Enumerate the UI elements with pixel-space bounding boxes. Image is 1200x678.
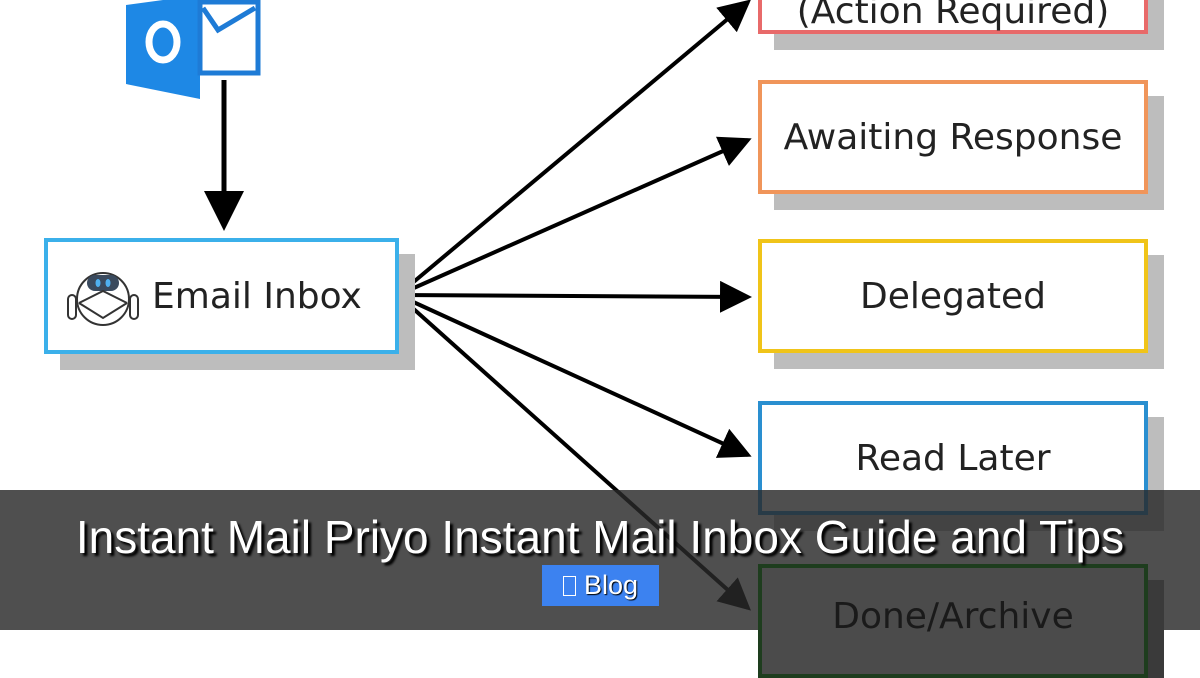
category-label: Awaiting Response <box>783 116 1123 158</box>
post-title[interactable]: Instant Mail Priyo Instant Mail Inbox Gu… <box>75 511 1125 563</box>
email-inbox-label: Email Inbox <box>152 275 362 317</box>
arrow-to-action-required <box>396 0 752 297</box>
arrow-to-read-later <box>397 293 752 458</box>
email-inbox-node: Email Inbox <box>44 238 399 354</box>
category-label: Done/Archive <box>832 596 1074 637</box>
category-done-archive: Done/Archive <box>758 564 1148 678</box>
folder-icon <box>562 575 576 596</box>
blog-category-badge[interactable]: Blog <box>542 565 659 606</box>
category-action-required: (Action Required) <box>758 0 1148 34</box>
arrow-to-awaiting-response <box>397 136 752 297</box>
arrow-to-delegated <box>397 280 752 313</box>
outlook-icon <box>126 0 261 99</box>
category-label: (Action Required) <box>796 0 1110 32</box>
category-label: Read Later <box>855 437 1051 479</box>
category-delegated: Delegated <box>758 239 1148 353</box>
category-awaiting-response: Awaiting Response <box>758 80 1148 194</box>
category-label: Delegated <box>859 275 1047 317</box>
flow-arrows <box>126 0 752 611</box>
badge-label: Blog <box>583 570 639 600</box>
robot-mail-icon <box>67 272 139 326</box>
